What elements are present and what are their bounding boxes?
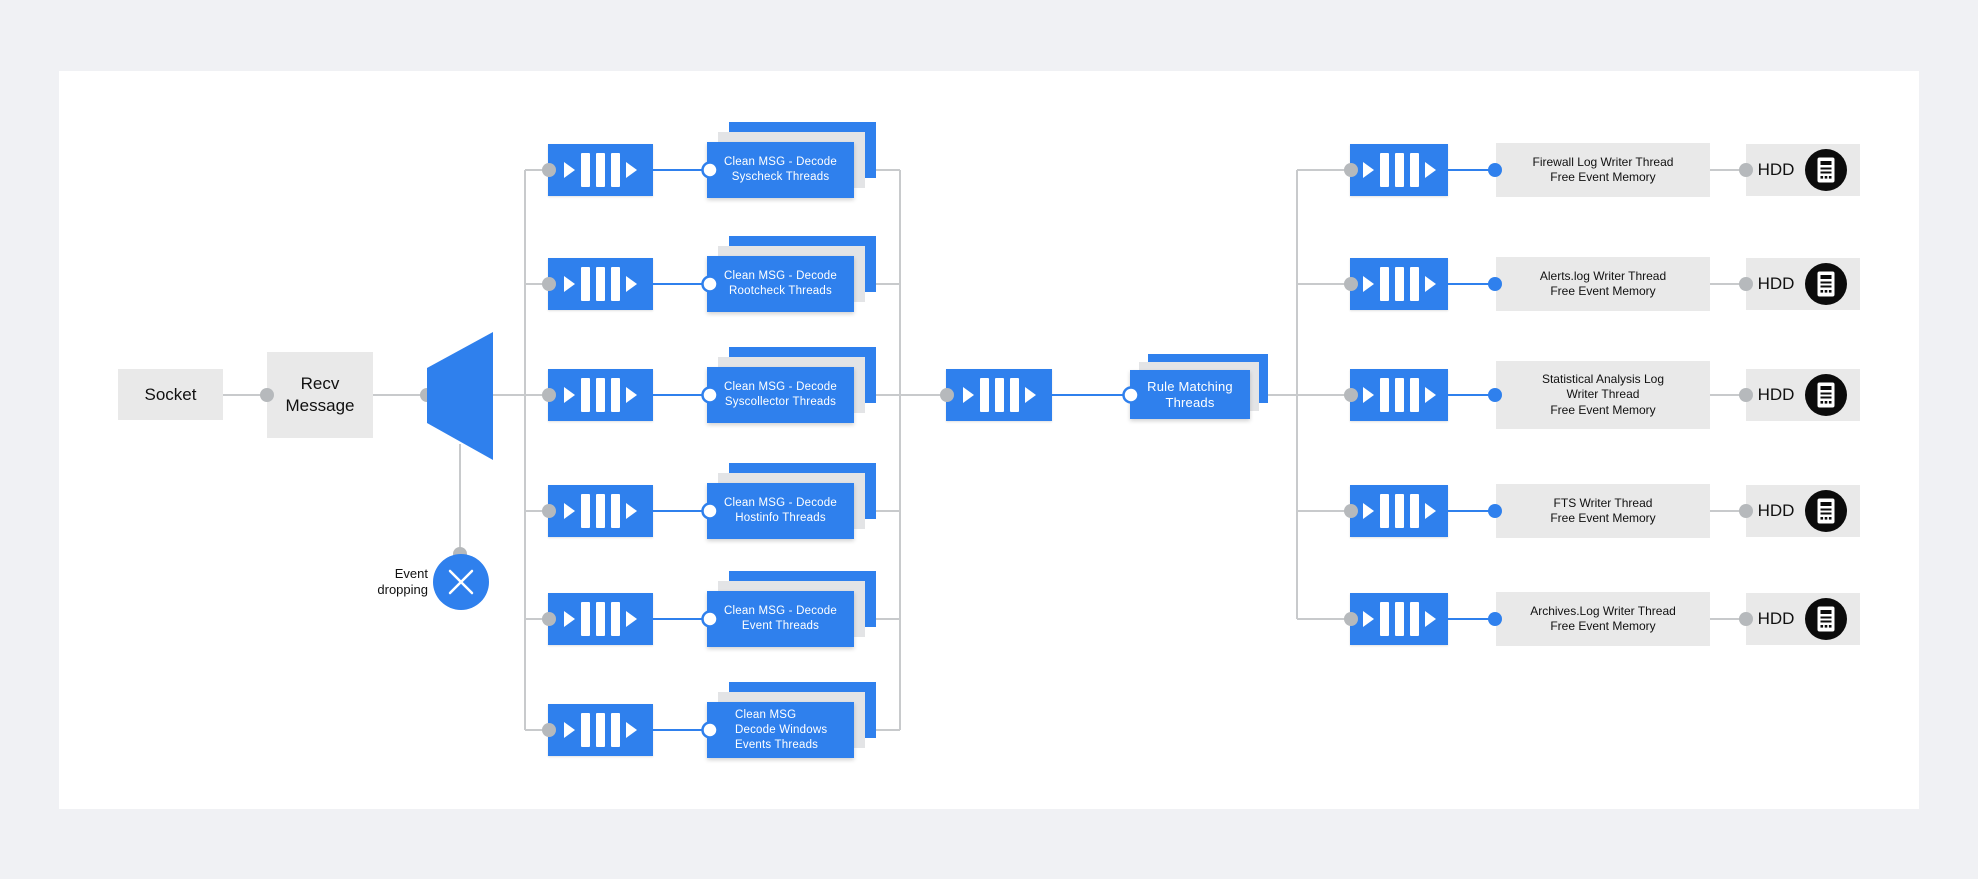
event-dropping-label: Event dropping (377, 566, 428, 597)
hdd-label: HDD (1757, 609, 1795, 628)
hdd-icon (1805, 374, 1848, 416)
thread-stack-windows-events: Clean MSG Decode Windows Events Threads (707, 682, 876, 758)
hdd-node: HDD (1746, 144, 1860, 196)
thread-stack-event: Clean MSG - Decode Event Threads (707, 571, 876, 647)
queue-icon (1350, 258, 1448, 310)
writer-node-stats: Statistical Analysis Log Writer Thread F… (1496, 361, 1710, 429)
thread-stack-label: Clean MSG - Decode Syscollector Threads (707, 367, 854, 423)
hdd-label: HDD (1757, 160, 1795, 179)
hdd-label: HDD (1757, 501, 1795, 520)
queue-icon (1350, 485, 1448, 537)
writer-node-archives: Archives.Log Writer Thread Free Event Me… (1496, 592, 1710, 646)
thread-stack-label: Clean MSG - Decode Hostinfo Threads (707, 483, 854, 539)
thread-stack-label: Clean MSG Decode Windows Events Threads (707, 702, 854, 758)
thread-stack-rule-matching: Rule Matching Threads (1130, 354, 1268, 419)
writer-node-alerts: Alerts.log Writer Thread Free Event Memo… (1496, 257, 1710, 311)
hdd-icon (1805, 263, 1848, 305)
queue-icon (548, 258, 653, 310)
thread-stack-syscollector: Clean MSG - Decode Syscollector Threads (707, 347, 876, 423)
queue-icon (1350, 593, 1448, 645)
queue-icon (548, 369, 653, 421)
queue-icon (548, 704, 653, 756)
hdd-node: HDD (1746, 258, 1860, 310)
queue-icon (1350, 369, 1448, 421)
hdd-icon (1805, 598, 1848, 640)
queue-icon (548, 485, 653, 537)
hdd-node: HDD (1746, 369, 1860, 421)
hdd-label: HDD (1757, 274, 1795, 293)
thread-stack-label: Clean MSG - Decode Event Threads (707, 591, 854, 647)
thread-stack-syscheck: Clean MSG - Decode Syscheck Threads (707, 122, 876, 198)
hdd-node: HDD (1746, 485, 1860, 537)
writer-node-fts: FTS Writer Thread Free Event Memory (1496, 484, 1710, 538)
socket-node: Socket (118, 369, 223, 420)
thread-stack-label: Clean MSG - Decode Rootcheck Threads (707, 256, 854, 312)
hdd-label: HDD (1757, 385, 1795, 404)
thread-stack-label: Clean MSG - Decode Syscheck Threads (707, 142, 854, 198)
thread-stack-label: Rule Matching Threads (1130, 370, 1250, 419)
hdd-icon (1805, 149, 1848, 191)
hdd-icon (1805, 490, 1848, 532)
queue-icon (548, 144, 653, 196)
queue-icon (548, 593, 653, 645)
hdd-node: HDD (1746, 593, 1860, 645)
queue-icon (946, 369, 1052, 421)
queue-icon (1350, 144, 1448, 196)
recv-message-node: Recv Message (267, 352, 373, 438)
thread-stack-rootcheck: Clean MSG - Decode Rootcheck Threads (707, 236, 876, 312)
writer-node-firewall: Firewall Log Writer Thread Free Event Me… (1496, 143, 1710, 197)
thread-stack-hostinfo: Clean MSG - Decode Hostinfo Threads (707, 463, 876, 539)
